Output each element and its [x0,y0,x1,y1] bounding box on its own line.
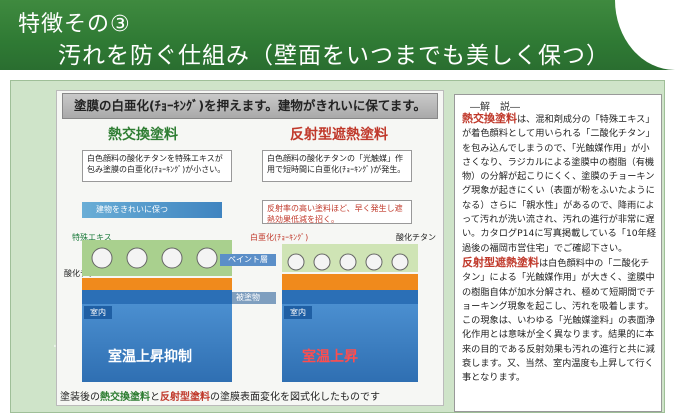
right-heading: 反射型遮熱塗料 [290,124,388,144]
right-wall-layer [282,290,418,304]
left-room-result: 室温上昇抑制 [80,346,220,366]
heat-exchange-text: は、混和剤成分の「特殊エキス」が着色顔料として用いられる「二酸化チタン」を包み込… [462,114,656,254]
particle [288,254,304,270]
left-heading: 熱交換塗料 [108,124,178,144]
particle [366,254,382,270]
paint-layer-label: ペイント層 [220,254,276,266]
chalking-label: 白亜化(ﾁｮｰｷﾝｸﾞ) [250,232,308,243]
right-particles [282,244,418,272]
reflective-term: 反射型遮熱塗料 [462,256,539,269]
particle [92,248,112,268]
title-banner: 特徴その③ 汚れを防ぐ仕組み（壁面をいつまでも美しく保つ） [0,0,675,70]
heat-exchange-term: 熱交換塗料 [462,112,517,125]
left-paint-layer [82,278,232,290]
right-room-tag: 室内 [284,306,312,319]
particle [340,254,356,270]
left-clean-banner: 建物をきれいに保つ [82,202,222,218]
particle [127,248,147,268]
particle [162,248,182,268]
left-particles [82,240,232,276]
right-note: 白色顔料の酸化チタンの「光触媒」作用で短時間に白亜化(ﾁｮｰｷﾝｸﾞ)が発生。 [262,150,412,182]
left-room-tag: 室内 [84,306,112,319]
particle [392,254,408,270]
banner-tail [615,0,675,70]
feature-number: 特徴その③ [18,6,131,38]
particle [314,254,330,270]
left-wall-layer [82,290,232,304]
right-room-result: 室温上昇 [270,346,390,366]
diagram-caption: 塗装後の熱交換塗料と反射型塗料の塗膜表面変化を図式化したものです [60,388,440,403]
particle [197,248,217,268]
right-paint-layer [282,274,418,290]
page-title: 汚れを防ぐ仕組み（壁面をいつまでも美しく保つ） [58,36,610,70]
explanation-body: 熱交換塗料は、混和剤成分の「特殊エキス」が着色顔料として用いられる「二酸化チタン… [462,112,658,386]
right-warning: 反射率の高い塗料ほど、早く発生し遮熱効果低減を招く。 [262,200,412,224]
titanium-label-right: 酸化チタン [396,232,436,243]
explanation-title: ―解 説― [470,98,520,113]
diagram-banner: 塗膜の白亜化(ﾁｮｰｷﾝｸﾞ)を押えます。建物がきれいに保てます。 [62,93,438,119]
left-note: 白色顔料の酸化チタンを特殊エキスが包み塗膜の白亜化(ﾁｮｰｷﾝｸﾞ)が小さい。 [82,150,232,182]
reflective-text: は白色顔料中の「二酸化チタン」による「光触媒作用」が大きく、塗膜中の樹脂自体が加… [462,258,655,383]
